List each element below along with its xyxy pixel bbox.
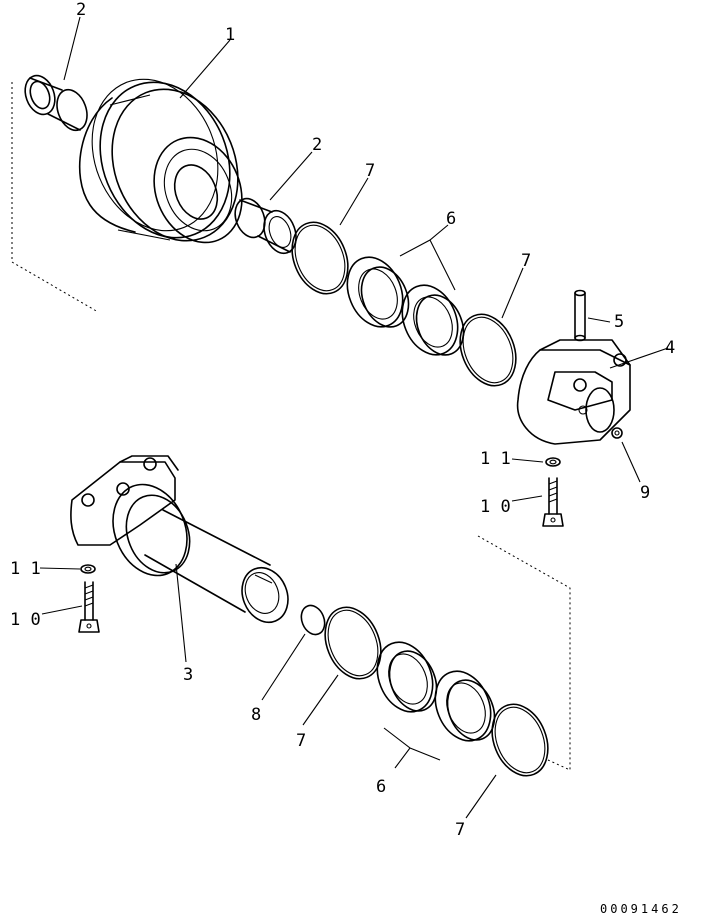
floating-seal-upper xyxy=(346,256,465,356)
callout-10-upper-right: 1 0 xyxy=(480,497,511,517)
callout-7-lower-2: 7 xyxy=(455,820,465,840)
o-ring-upper-2 xyxy=(459,313,517,387)
callout-2-top-left: 2 xyxy=(76,0,86,20)
callout-7-lower-1: 7 xyxy=(296,731,306,751)
callout-7-upper-2: 7 xyxy=(521,251,531,271)
callout-5: 5 xyxy=(614,312,624,332)
callout-9: 9 xyxy=(640,483,650,503)
collar-upper xyxy=(516,339,631,445)
roller-body xyxy=(78,78,243,244)
callout-6-lower: 6 xyxy=(376,777,386,797)
callout-8: 8 xyxy=(251,705,261,725)
bushing-middle xyxy=(234,197,297,255)
assembly-guide-lines xyxy=(11,82,571,771)
callout-11-left: 1 1 xyxy=(10,559,41,579)
callout-10-left: 1 0 xyxy=(10,610,41,630)
callout-4: 4 xyxy=(665,338,675,358)
o-ring-upper-1 xyxy=(291,221,349,295)
bolt-upper-right xyxy=(542,477,564,527)
o-ring-lower-2 xyxy=(491,703,549,777)
callout-7-upper-1: 7 xyxy=(365,161,375,181)
callout-6-upper: 6 xyxy=(446,209,456,229)
callout-11-upper-right: 1 1 xyxy=(480,449,511,469)
bushing-top-left xyxy=(24,74,88,132)
pin xyxy=(574,289,586,342)
callout-labels: 2 1 2 7 6 7 5 4 1 1 9 1 0 1 1 1 0 3 8 7 … xyxy=(10,0,675,840)
plug xyxy=(611,427,623,439)
o-ring-lower-1 xyxy=(324,606,382,680)
thrust-plate xyxy=(300,604,326,636)
callout-3: 3 xyxy=(183,665,193,685)
washer-left xyxy=(80,564,96,574)
shaft-with-collar xyxy=(70,455,289,624)
callout-2-middle: 2 xyxy=(312,135,322,155)
bolt-left xyxy=(78,581,100,633)
drawing-reference-number: 00091462 xyxy=(600,902,682,916)
floating-seal-lower xyxy=(376,641,496,742)
washer-upper-right xyxy=(545,457,561,467)
callout-1: 1 xyxy=(225,25,235,45)
leader-lines xyxy=(39,16,669,819)
